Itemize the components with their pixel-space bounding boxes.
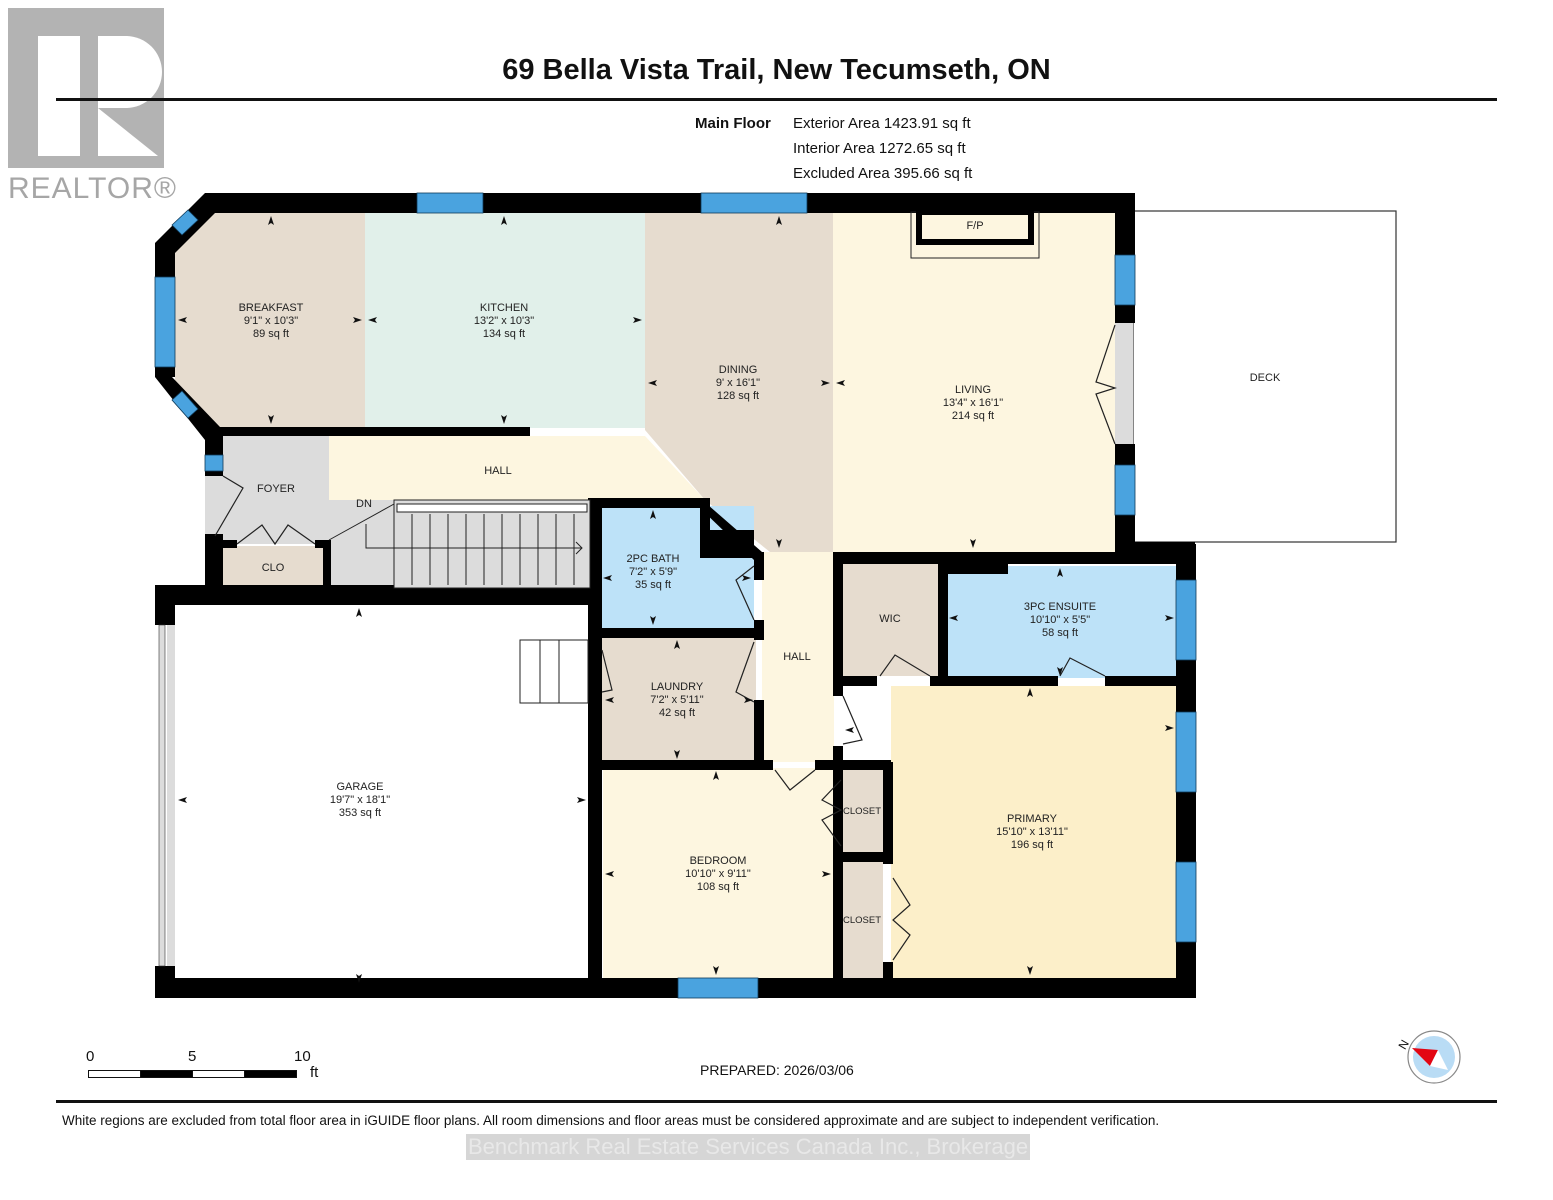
- kitchen-area: 134 sq ft: [483, 328, 525, 340]
- garage-door: [158, 624, 166, 967]
- dining-room: [645, 212, 833, 552]
- exterior-area: Exterior Area 1423.91 sq ft: [793, 115, 971, 132]
- breakfast-name: BREAKFAST: [239, 302, 304, 314]
- scale-tick-5: 5: [188, 1048, 197, 1065]
- ensuite-area: 58 sq ft: [1042, 627, 1078, 639]
- breakfast-room: [175, 212, 365, 428]
- kitchen-name: KITCHEN: [480, 302, 528, 314]
- 2pc-bath-name: 2PC BATH: [627, 553, 680, 565]
- ensuite-name: 3PC ENSUITE: [1024, 601, 1096, 613]
- floor-label: Main Floor: [695, 115, 771, 132]
- stairs-icon: [328, 499, 591, 589]
- scale-tick-0: 0: [86, 1048, 95, 1065]
- garage-room: [176, 606, 588, 986]
- closet-1: [841, 770, 883, 854]
- primary-room: [891, 686, 1176, 978]
- breakfast-dims: 9'1" x 10'3": [244, 315, 298, 327]
- living-area: 214 sq ft: [952, 410, 994, 422]
- dining-name: DINING: [719, 364, 758, 376]
- living-door-sill: [1115, 322, 1133, 444]
- scale-segment: [140, 1070, 193, 1078]
- wic-room: [842, 560, 938, 676]
- dimension-markers: [178, 216, 1174, 983]
- realtor-wordmark: REALTOR®: [8, 172, 178, 205]
- stairs-dn-label: DN: [356, 498, 372, 510]
- fireplace-icon: [916, 209, 1034, 245]
- clo-name: CLO: [262, 562, 285, 574]
- deck-area: [1132, 210, 1397, 543]
- hall-lower-name: HALL: [783, 651, 811, 663]
- bedroom-area: 108 sq ft: [697, 881, 739, 893]
- excluded-area: Excluded Area 395.66 sq ft: [793, 165, 973, 182]
- windows: [154, 192, 1197, 999]
- scale-bar: 0 5 10 ft: [86, 1048, 346, 1088]
- foyer-name: FOYER: [257, 483, 295, 495]
- 2pc-bath-dims: 7'2" x 5'9": [629, 566, 677, 578]
- room-labels: BREAKFAST 9'1" x 10'3" 89 sq ft KITCHEN …: [239, 302, 1281, 926]
- deck-name: DECK: [1250, 372, 1281, 384]
- bedroom-dims: 10'10" x 9'11": [685, 868, 751, 880]
- garage-steps-icon: [519, 639, 589, 704]
- scale-tick-10: 10: [294, 1048, 311, 1065]
- realtor-logo: REALTOR®: [8, 8, 176, 205]
- 3pc-ensuite-room: [946, 566, 1176, 678]
- primary-name: PRIMARY: [1007, 813, 1058, 825]
- bedroom-name: BEDROOM: [690, 855, 747, 867]
- clo-room: [223, 546, 323, 588]
- fireplace-label: F/P: [966, 220, 983, 232]
- dining-area: 128 sq ft: [717, 390, 759, 402]
- brokerage-watermark: Benchmark Real Estate Services Canada In…: [466, 1134, 1031, 1160]
- scale-segment: [244, 1070, 297, 1078]
- laundry-room: [601, 636, 756, 762]
- address-title: 69 Bella Vista Trail, New Tecumseth, ON: [502, 54, 1051, 86]
- door-swings: [214, 324, 1117, 961]
- scale-segment: [88, 1070, 141, 1078]
- disclaimer-text: White regions are excluded from total fl…: [62, 1113, 1160, 1128]
- dining-dims: 9' x 16'1": [716, 377, 760, 389]
- primary-dims: 15'10" x 13'11": [996, 826, 1068, 838]
- page-title: 69 Bella Vista Trail, New Tecumseth, ON: [0, 54, 1553, 87]
- hall-upper: [329, 436, 705, 500]
- garage-area: 353 sq ft: [339, 807, 381, 819]
- laundry-name: LAUNDRY: [651, 681, 704, 693]
- living-dims: 13'4" x 16'1": [943, 397, 1003, 409]
- garage-name: GARAGE: [336, 781, 383, 793]
- closet-2: [841, 862, 883, 978]
- wic-name: WIC: [879, 613, 900, 625]
- top-divider: [56, 98, 1497, 101]
- hall-upper-name: HALL: [484, 465, 512, 477]
- entry-door-sill: [205, 475, 223, 535]
- interior-area: Interior Area 1272.65 sq ft: [793, 140, 966, 157]
- primary-area: 196 sq ft: [1011, 839, 1053, 851]
- closet-2-name: CLOSET: [843, 915, 881, 926]
- garage-dims: 19'7" x 18'1": [330, 794, 390, 806]
- laundry-dims: 7'2" x 5'11": [650, 694, 703, 706]
- breakfast-area: 89 sq ft: [253, 328, 289, 340]
- 2pc-bath-area: 35 sq ft: [635, 579, 671, 591]
- hall-lower: [762, 552, 834, 762]
- prepared-date: PREPARED: 2026/03/06: [700, 1062, 854, 1078]
- ensuite-dims: 10'10" x 5'5": [1030, 614, 1090, 626]
- scale-segment: [192, 1070, 245, 1078]
- closet-1-name: CLOSET: [843, 806, 881, 817]
- foyer-room: [223, 436, 329, 544]
- laundry-area: 42 sq ft: [659, 707, 695, 719]
- bottom-divider: [56, 1100, 1497, 1103]
- living-name: LIVING: [955, 384, 991, 396]
- garage-door-sill: [167, 625, 175, 966]
- living-room: [833, 212, 1115, 552]
- kitchen-dims: 13'2" x 10'3": [474, 315, 534, 327]
- kitchen-room: [365, 212, 645, 428]
- compass-icon: N: [1395, 1028, 1464, 1088]
- bedroom-room: [603, 768, 833, 978]
- scale-unit: ft: [310, 1064, 319, 1081]
- realtor-r-icon: [8, 8, 164, 168]
